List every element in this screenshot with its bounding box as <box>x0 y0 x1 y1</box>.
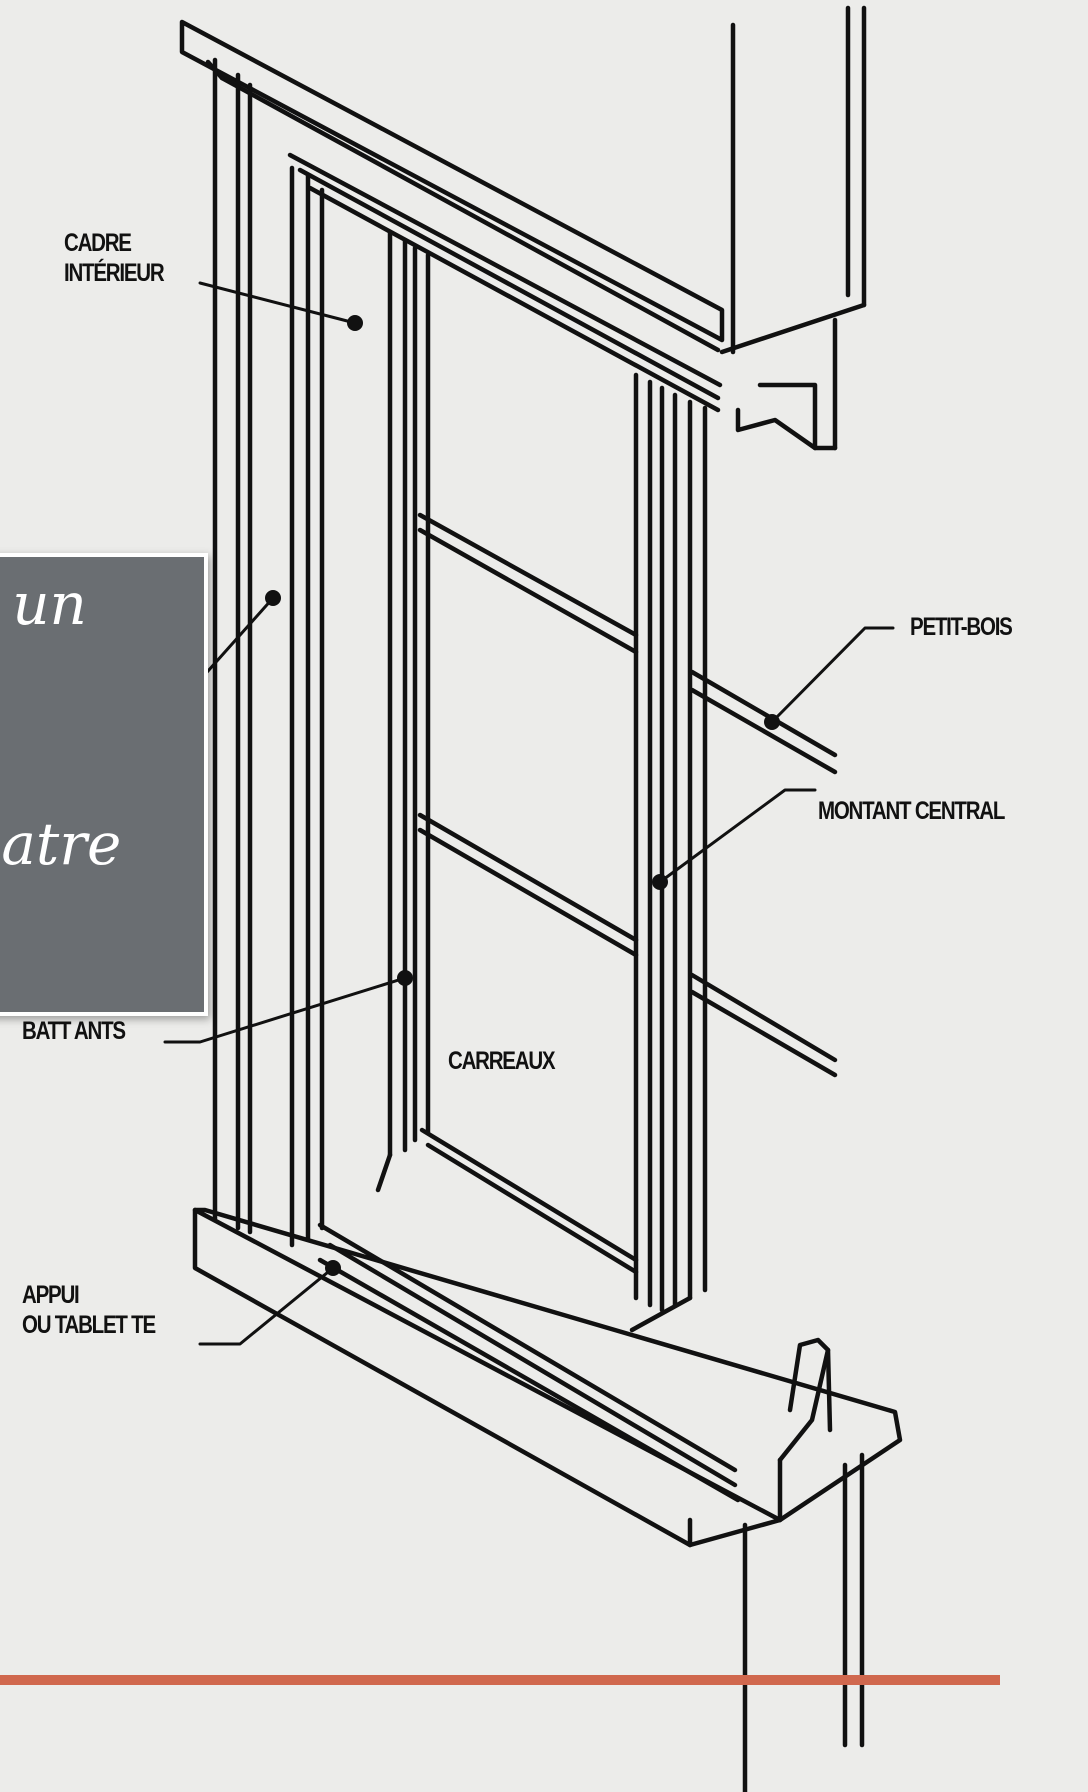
callout-line-1: s un <box>0 570 87 638</box>
label-cadre-interieur: CADRE INTÉRIEUR <box>64 229 165 287</box>
callout-box: s un uatre <box>0 553 208 1016</box>
label-battants: BATT ANTS <box>22 1017 126 1045</box>
callout-line-2: uatre <box>0 810 122 878</box>
central-stile <box>633 372 708 1313</box>
lintel <box>179 19 725 413</box>
glazing-bars <box>417 512 838 1275</box>
outer-frame <box>212 57 325 1248</box>
sill <box>192 1207 903 1548</box>
label-petit-bois: PETIT-BOIS <box>910 613 1013 641</box>
label-appui: APPUI OU TABLET TE <box>22 1281 156 1339</box>
leader-dots <box>265 315 780 1276</box>
wall-section <box>719 5 867 451</box>
wall-below <box>742 1452 865 1792</box>
leader-lines <box>163 281 895 1346</box>
label-montant-central: MONTANT CENTRAL <box>818 797 1005 825</box>
label-carreaux: CARREAUX <box>448 1047 556 1075</box>
accent-line <box>0 1675 1000 1685</box>
left-stile <box>375 229 431 1193</box>
